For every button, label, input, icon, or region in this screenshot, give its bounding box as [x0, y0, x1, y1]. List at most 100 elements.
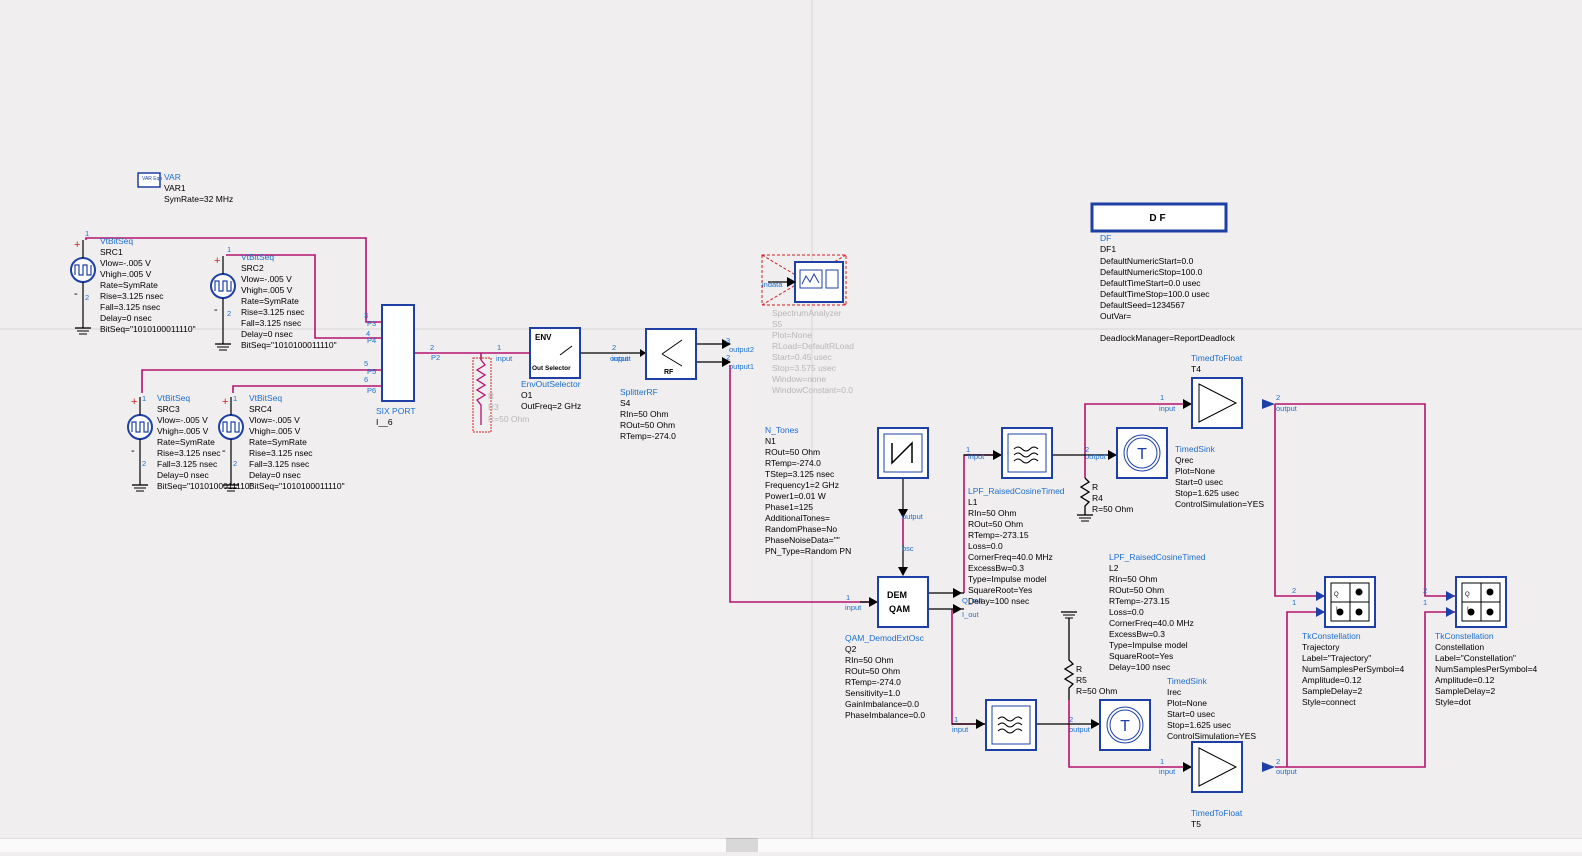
splitter-body [645, 328, 697, 380]
demod-inst: Q2 [845, 644, 857, 654]
svg-text:1: 1 [1423, 598, 1427, 607]
svg-text:1: 1 [966, 445, 970, 454]
source-param: Vlow=-.005 V [100, 258, 151, 268]
tk-constellation-trajectory[interactable]: QI TkConstellation Trajectory Label="Tra… [1302, 576, 1405, 707]
wire-t5-traj[interactable] [1286, 611, 1325, 767]
df-controller[interactable]: DF DF DF1 DefaultNumericStart=0.0Default… [1090, 202, 1236, 343]
wire-t4-traj[interactable] [1274, 404, 1325, 597]
var-name: VAR [164, 172, 181, 182]
lpf1-body [1001, 427, 1053, 479]
port-label-p3: P3 [367, 319, 376, 328]
source-param: Vlow=-.005 V [241, 274, 292, 284]
source-param: Rise=3.125 nsec [249, 448, 313, 458]
lpf2-type: LPF_RaisedCosineTimed [1109, 552, 1206, 562]
source-param: Fall=3.125 nsec [241, 318, 302, 328]
n-tones-out: output [902, 512, 924, 521]
black-arrows [580, 339, 1455, 772]
wire-src2[interactable] [226, 254, 382, 339]
source-param: BitSeq="1010100011110" [100, 324, 196, 334]
source-param: Fall=3.125 nsec [157, 459, 218, 469]
timed-to-float-t4[interactable]: TimedToFloat T4 input output [1159, 353, 1298, 429]
timed-to-float-t5[interactable]: TimedToFloat T5 input output [1159, 741, 1298, 829]
r4-zigzag [1079, 477, 1091, 515]
param-text: Amplitude=0.12 [1302, 675, 1362, 685]
param-text: Phase1=125 [765, 502, 813, 512]
traj-inst: Trajectory [1302, 642, 1340, 652]
wire-src4[interactable] [232, 385, 382, 393]
qam-demod[interactable]: DEM QAM osc input I_out Q_out QAM_DemodE… [845, 544, 983, 720]
wire-lpf2-t5[interactable] [1068, 724, 1192, 768]
param-text: NumSamplesPerSymbol=4 [1302, 664, 1405, 674]
wire-split-demod[interactable] [729, 365, 877, 603]
splitter-out1: output1 [729, 362, 754, 371]
spectrum-analyzer[interactable]: indata SpectrumAnalyzer S5 Plot=None RLo… [761, 254, 854, 395]
r3-label: R [488, 391, 494, 401]
spectrum-inst: S5 [772, 319, 783, 329]
splitter-out2: output2 [729, 345, 754, 354]
spectrum-in-label: indata [762, 280, 783, 289]
lpf1[interactable]: input output LPF_RaisedCosineTimed L1 RI… [968, 427, 1107, 606]
param-text: Loss=0.0 [968, 541, 1003, 551]
splitter-param: RIn=50 Ohm [620, 409, 668, 419]
resistor-r5[interactable]: R R5 R=50 Ohm [1061, 611, 1117, 700]
r3-zigzag [475, 359, 487, 425]
df-title: DF [1149, 213, 1168, 224]
wire-t4-dot[interactable] [1275, 403, 1455, 597]
param-text: DefaultTimeStart=0.0 usec [1100, 278, 1201, 288]
spectrum-disabled-box [761, 254, 847, 306]
df-params: DefaultNumericStart=0.0DefaultNumericSto… [1100, 256, 1236, 343]
source-param: Rise=3.125 nsec [157, 448, 221, 458]
dot-params: Label="Constellation"NumSamplesPerSymbol… [1435, 653, 1538, 707]
resistor-r3[interactable]: R R3 R=50 Ohm [472, 357, 529, 433]
svg-text:1: 1 [227, 245, 231, 254]
param-text: RIn=50 Ohm [845, 655, 893, 665]
tk-constellation-dot[interactable]: QI TkConstellation Constellation Label="… [1435, 576, 1538, 707]
wire-src1[interactable] [85, 237, 382, 323]
t5-triangle [1198, 747, 1238, 787]
t5-out: output [1276, 767, 1298, 776]
var-block[interactable]: VAR Eqn VAR VAR1 SymRate=32 MHz [137, 172, 233, 204]
source-param: Vhigh=.005 V [157, 426, 209, 436]
svg-text:6: 6 [364, 375, 368, 384]
spectrum-param: Stop=3.575 usec [772, 363, 837, 373]
n-tones[interactable]: output N_Tones N1 ROut=50 OhmRTemp=-274.… [765, 425, 929, 556]
sink-q-inst: Qrec [1175, 455, 1194, 465]
df-body [1090, 202, 1228, 233]
port-label-p6: P6 [367, 386, 376, 395]
param-text: ControlSimulation=YES [1175, 499, 1264, 509]
splitter-param: RTemp=-274.0 [620, 431, 676, 441]
r5-label: R [1076, 664, 1082, 674]
wire-lpf2-in[interactable] [951, 609, 985, 725]
source-param: Rate=SymRate [100, 280, 158, 290]
six-port[interactable]: P3 P4 P5 P6 P2 SIX PORT I__6 [367, 304, 440, 427]
wire-t5-dot[interactable] [1275, 611, 1455, 768]
splitter-inst: S4 [620, 398, 631, 408]
svg-text:2: 2 [233, 459, 237, 468]
six-port-type: SIX PORT [376, 406, 416, 416]
wire-src3[interactable] [141, 369, 382, 393]
resistor-r4[interactable]: R R4 R=50 Ohm [1077, 477, 1133, 522]
lpf2[interactable]: input output LPF_RaisedCosineTimed L2 RI… [952, 552, 1206, 751]
source-param: Delay=0 nsec [157, 470, 209, 480]
wire-lpf1-t4[interactable] [1084, 403, 1192, 455]
svg-text:1: 1 [1160, 757, 1164, 766]
splitter[interactable]: RF output2 output1 input SplitterRF S4 R… [612, 328, 754, 441]
param-text: Delay=100 nsec [1109, 662, 1171, 672]
demod-icon-top: DEM [887, 590, 907, 600]
r3-param: R=50 Ohm [488, 414, 529, 424]
scrollbar-thumb[interactable] [726, 838, 758, 852]
svg-text:4: 4 [366, 329, 370, 338]
horizontal-scrollbar[interactable] [0, 838, 1582, 852]
env-selector[interactable]: ENV Out Selector input output EnvOutSele… [496, 327, 632, 411]
